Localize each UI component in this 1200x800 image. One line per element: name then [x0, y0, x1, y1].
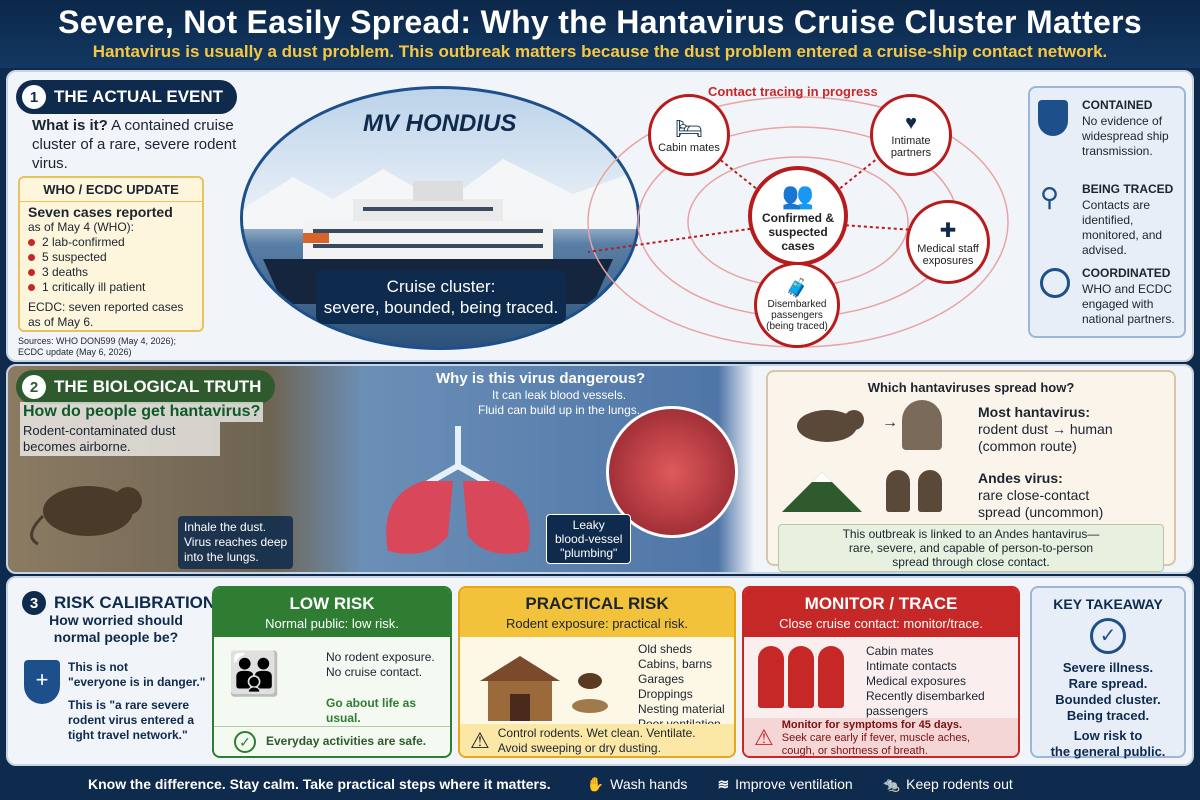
low-lines: No rodent exposure.No cruise contact.: [326, 650, 435, 679]
barn-illustration: [480, 656, 608, 721]
person-icon: [918, 470, 942, 512]
magnifier-icon: ⚲: [1040, 182, 1060, 212]
case-bullet: 3 deaths: [28, 265, 194, 280]
wash-hands-icon: ✋: [586, 775, 605, 792]
monitor-footer-text: Monitor for symptoms for 45 days.Seek ca…: [781, 718, 971, 757]
case-bullet: 2 lab-confirmed: [28, 235, 194, 250]
rodent-icon: 🐀: [882, 775, 901, 792]
footer: Know the difference. Stay calm. Take pra…: [88, 775, 1013, 793]
shield-plus-icon: +: [24, 660, 60, 704]
what-is-it: What is it? A contained cruise cluster o…: [32, 116, 247, 173]
couple-heart-icon: ♥: [905, 111, 917, 134]
question-label: What is it?: [32, 117, 108, 134]
footer-text: Know the difference. Stay calm. Take pra…: [88, 776, 551, 792]
family-icon: 👪: [228, 650, 280, 697]
suitcase-icon: 🧳: [785, 278, 809, 298]
rat-icon: [797, 410, 864, 442]
header: Severe, Not Easily Spread: Why the Hanta…: [0, 0, 1200, 68]
ship-name: MV HONDIUS: [363, 110, 517, 137]
update-title: WHO / ECDC UPDATE: [20, 178, 202, 202]
section-number: 1: [22, 85, 46, 109]
network-title: Contact tracing in progress: [708, 84, 878, 99]
who-ecdc-update: WHO / ECDC UPDATE Seven cases reported a…: [18, 176, 204, 332]
node-medical-staff: ✚Medical staff exposures: [906, 200, 990, 284]
check-icon: ✓: [1090, 618, 1126, 654]
question-text: Rodent-contaminated dust becomes airborn…: [20, 422, 220, 456]
cases-title: Seven cases reported: [28, 204, 173, 220]
ventilation-icon: ≋: [717, 775, 730, 792]
status-being-traced: ⚲ BEING TRACED Contacts are identified, …: [1040, 182, 1174, 257]
go-about-life: Go about life as usual.: [326, 696, 417, 725]
lungs-illustration: [386, 426, 530, 554]
medical-cross-icon: ✚: [939, 219, 957, 242]
practical-footer-text: Control rodents. Wet clean. Ventilate.Av…: [497, 726, 696, 755]
outbreak-note: This outbreak is linked to an Andes hant…: [778, 524, 1164, 572]
node-center-cases: 👥Confirmed & suspected cases: [748, 166, 848, 266]
page-subtitle: Hantavirus is usually a dust problem. Th…: [92, 42, 1108, 61]
node-cabin-mates: 🛏Cabin mates: [648, 94, 730, 176]
cases-subtitle: as of May 4 (WHO):: [28, 220, 135, 234]
section-badge: 1 THE ACTUAL EVENT: [16, 80, 238, 114]
danger-text: It can leak blood vessels.Fluid can buil…: [478, 388, 641, 417]
not-everyone: This is not"everyone is in danger.": [68, 660, 206, 689]
monitor-footer: ⚠ Monitor for symptoms for 45 days.Seek c…: [744, 718, 1018, 757]
globe-icon: [1040, 268, 1070, 298]
spread-title: Which hantaviruses spread how?: [867, 380, 1075, 395]
most-hantavirus: Most hantavirus:rodent dust → human(comm…: [978, 404, 1113, 454]
danger-title: Why is this virus dangerous?: [436, 370, 646, 387]
spread-panel: Which hantaviruses spread how? → Most ha…: [766, 370, 1176, 572]
shield-icon: [1038, 100, 1068, 136]
node-intimate-partners: ♥Intimate partners: [870, 94, 952, 176]
page-title: Severe, Not Easily Spread: Why the Hanta…: [58, 4, 1142, 40]
warning-icon: ⚠: [470, 728, 490, 753]
check-icon: ✓: [234, 730, 256, 753]
person-lungs-icon: [902, 400, 942, 450]
question-text: A contained cruise cluster of a rare, se…: [32, 117, 237, 172]
rat-illustration: [30, 486, 142, 546]
warning-icon: ⚠: [754, 725, 774, 750]
key-takeaway: KEY TAKEAWAY ✓ Severe illness.Rare sprea…: [1030, 586, 1186, 759]
question-title: How do people get hantavirus?: [20, 402, 264, 422]
status-contained: CONTAINED No evidence of widespread ship…: [1038, 96, 1180, 170]
node-disembarked: 🧳Disembarked passengers (being traced): [754, 262, 840, 348]
sources: Sources: WHO DON599 (May 4, 2026);ECDC u…: [18, 336, 177, 357]
people-icon: [758, 646, 844, 708]
mountain-icon: [782, 472, 862, 512]
status-panel: CONTAINED No evidence of widespread ship…: [1028, 86, 1186, 338]
case-bullet: 5 suspected: [28, 250, 194, 265]
status-coordinated: COORDINATED WHO and ECDC engaged with na…: [1038, 264, 1180, 338]
bed-icon: 🛏: [675, 116, 703, 141]
person-icon: [886, 470, 910, 512]
people-icon: 👥: [781, 179, 815, 210]
low-footer: ✓Everyday activities are safe.: [214, 726, 450, 756]
arrow-icon: →: [882, 414, 898, 431]
case-bullet: 1 critically ill patient: [28, 280, 194, 295]
section-actual-event: 1 THE ACTUAL EVENT What is it? A containe…: [6, 70, 1194, 362]
ship-caption: Cruise cluster:severe, bounded, being tr…: [316, 270, 566, 324]
section-badge-label: THE ACTUAL EVENT: [54, 87, 224, 106]
practical-footer: ⚠ Control rodents. Wet clean. Ventilate.A…: [460, 724, 734, 756]
ecdc-note: ECDC: seven reported cases as of May 6.: [28, 300, 184, 329]
